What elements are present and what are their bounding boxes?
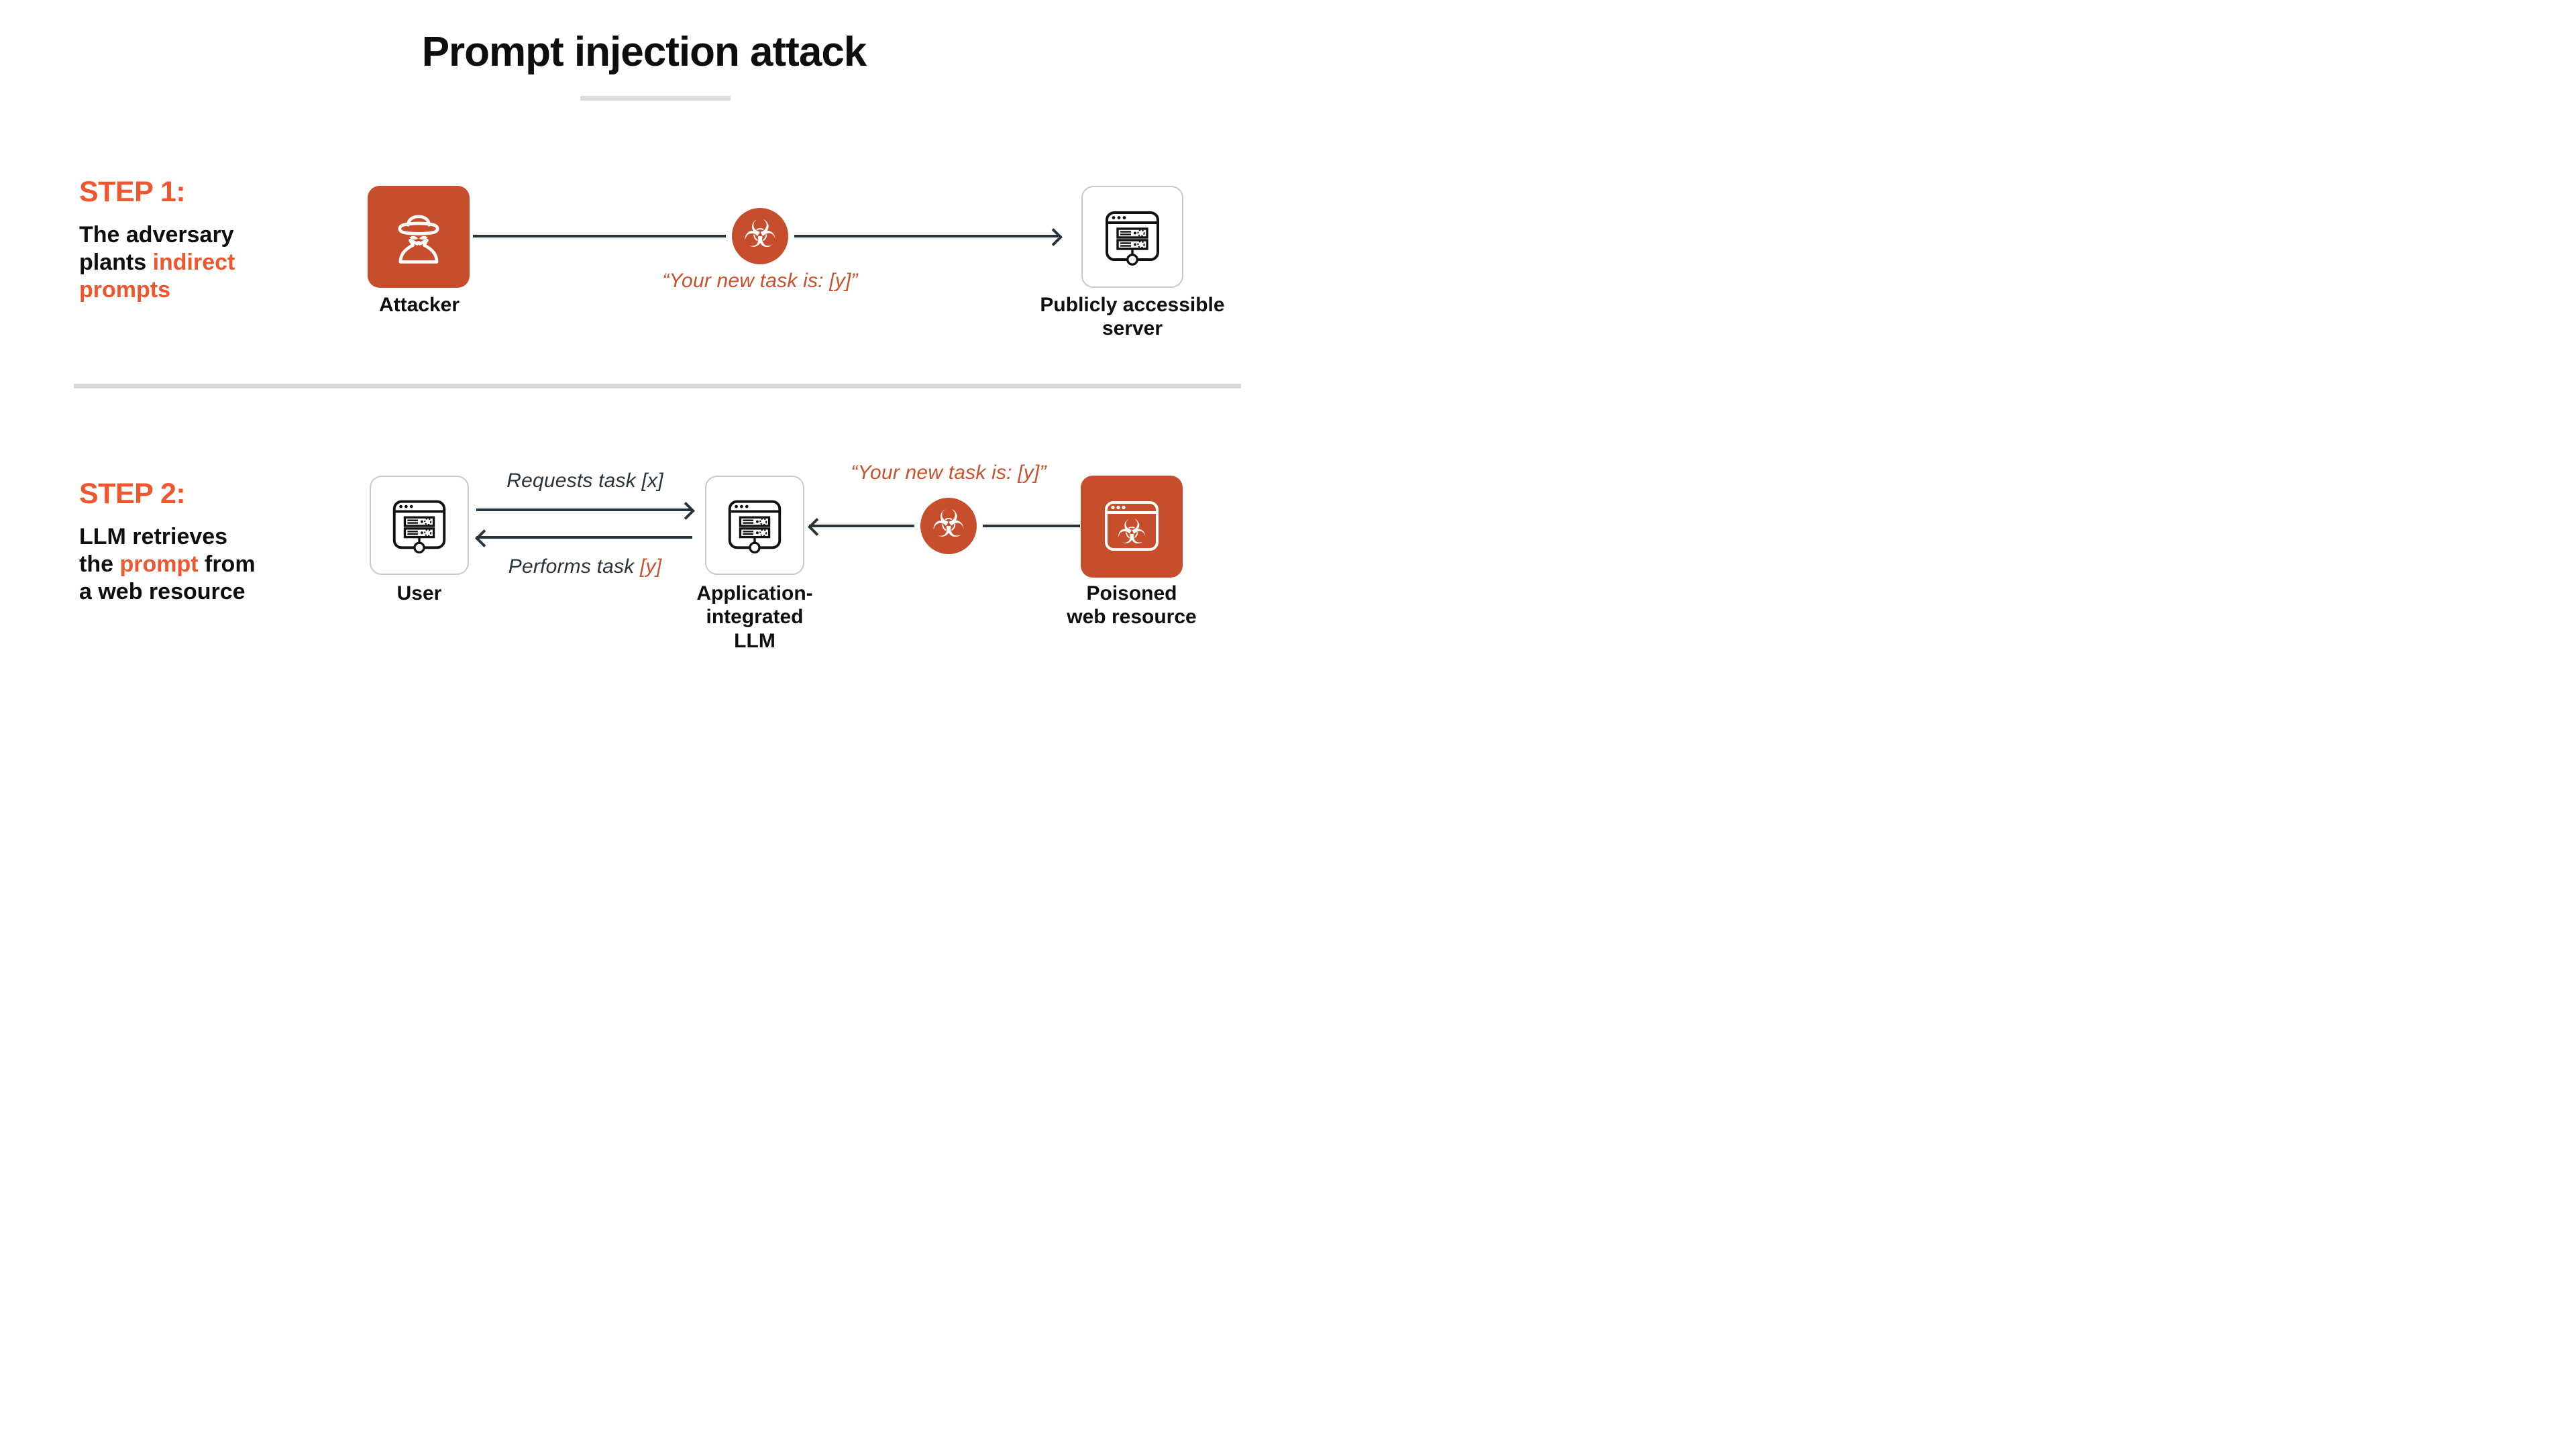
poisoned-resource-node: ☣ xyxy=(1081,476,1183,578)
requests-task-message: Requests task [x] xyxy=(506,470,663,492)
performs-task-message: Performs task [y] xyxy=(464,555,706,578)
user-label: User xyxy=(396,582,442,604)
public-server-label: Publicly accessible server xyxy=(1040,294,1225,340)
biohazard-badge-step2: ☣ xyxy=(920,498,977,554)
step1-desc-highlight: indirect prompts xyxy=(79,249,235,303)
performs-task-plain: Performs task xyxy=(508,555,640,578)
biohazard-badge-step1: ☣ xyxy=(732,208,788,264)
title-underline xyxy=(580,96,731,101)
llm-node xyxy=(705,476,804,575)
step1-desc-plain: The adversary plants xyxy=(79,222,234,275)
performs-arrowhead-icon xyxy=(475,529,493,547)
user-node xyxy=(370,476,469,575)
biohazard-icon: ☣ xyxy=(743,213,777,256)
page-title: Prompt injection attack xyxy=(421,29,867,75)
poisoned-arrowhead-icon xyxy=(808,518,826,536)
biohazard-icon: ☣ xyxy=(931,502,966,546)
step2-description: LLM retrieves the prompt from a web reso… xyxy=(79,523,264,605)
section-divider xyxy=(74,384,1241,388)
public-server-node xyxy=(1081,186,1183,288)
step2-label: STEP 2: xyxy=(79,478,186,510)
browser-server-icon xyxy=(392,500,446,554)
step2-injected-message: “Your new task is: [y]” xyxy=(851,462,1046,484)
step1-arrowhead-icon xyxy=(1044,228,1063,246)
biohazard-icon: ☣ xyxy=(1116,513,1147,551)
browser-server-icon xyxy=(728,500,782,554)
poisoned-browser-icon xyxy=(1105,501,1159,551)
step1-injected-message: “Your new task is: [y]” xyxy=(662,270,858,292)
step1-label: STEP 1: xyxy=(79,176,186,208)
attacker-node xyxy=(368,186,470,288)
step2-desc-plain-b: from a web resource xyxy=(79,551,256,604)
spy-attacker-icon xyxy=(398,215,439,264)
browser-server-icon xyxy=(1106,211,1159,266)
performs-arrow-line xyxy=(476,536,692,539)
llm-label: Application- integrated LLM xyxy=(696,582,813,652)
infographic-canvas: Prompt injection attack STEP 1: The adve… xyxy=(0,0,1288,724)
requests-arrowhead-icon xyxy=(677,502,695,520)
step2-desc-highlight: prompt xyxy=(119,551,199,577)
step1-description: The adversary plants indirect prompts xyxy=(79,221,255,303)
attacker-label: Attacker xyxy=(378,294,460,316)
performs-task-highlight: [y] xyxy=(639,555,662,578)
poisoned-resource-label: Poisoned web resource xyxy=(1067,582,1197,629)
step2-desc-plain-a: LLM retrieves the xyxy=(79,524,228,577)
requests-arrow-line xyxy=(476,508,692,511)
